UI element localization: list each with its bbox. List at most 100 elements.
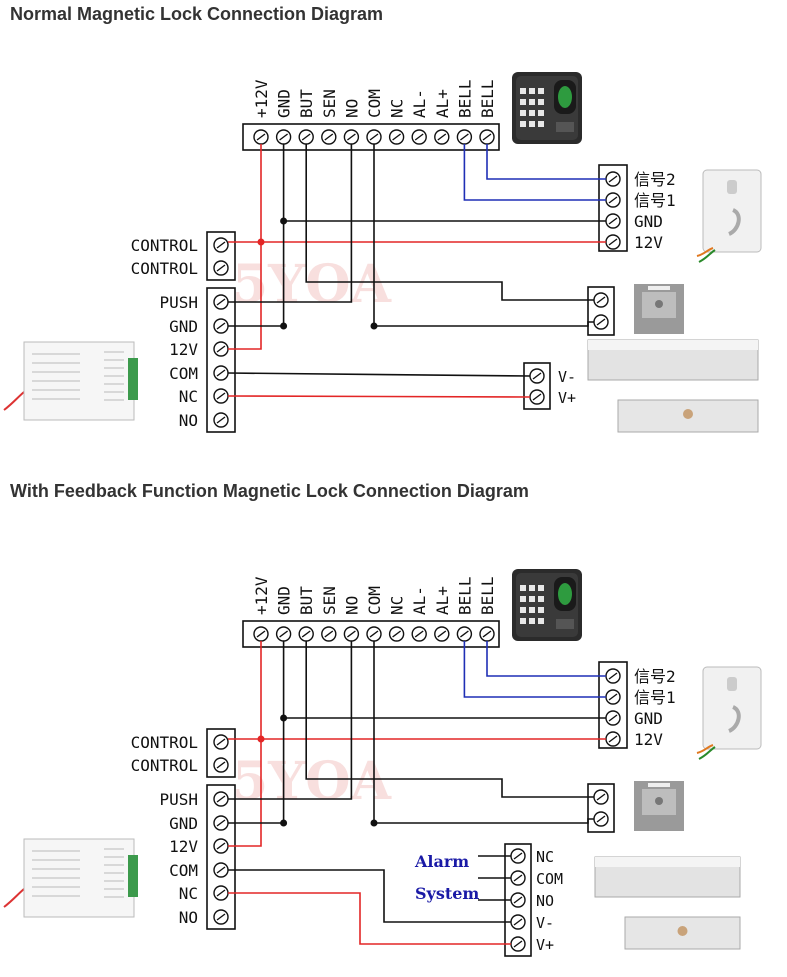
wire-lock-neg: [227, 372, 531, 377]
wire-lock-pos: [227, 395, 531, 398]
screw-slot: [216, 241, 226, 249]
screw-slot: [324, 133, 334, 141]
keypad-key: [529, 99, 535, 105]
screw-slot: [216, 795, 226, 803]
screw-slot: [301, 133, 311, 141]
wire-junction: [280, 819, 288, 827]
top-terminal-label: AL+: [433, 586, 452, 615]
keypad-key: [538, 596, 544, 602]
armature-screw: [683, 409, 693, 419]
screw-slot: [596, 296, 606, 304]
top-terminal-label: SEN: [320, 89, 339, 118]
reader-terminal-label: 信号1: [634, 191, 676, 210]
screw-slot: [392, 630, 402, 638]
control-label: CONTROL: [131, 259, 198, 278]
keypad-key: [520, 121, 526, 127]
keypad-key: [520, 596, 526, 602]
power-terminal-label: COM: [169, 364, 198, 383]
wire-junction: [257, 238, 265, 246]
top-terminal-label: COM: [365, 89, 384, 118]
screw-slot: [216, 345, 226, 353]
watermark-text: 5YOA: [232, 751, 392, 812]
doorbell-body: [702, 169, 762, 253]
control-label: CONTROL: [131, 236, 198, 255]
screw-slot: [513, 896, 523, 904]
psu-terminal-strip: [128, 855, 138, 897]
wire-bell-1: [463, 144, 606, 201]
power-terminal-label: COM: [169, 861, 198, 880]
keypad-key: [520, 88, 526, 94]
screw-slot: [482, 133, 492, 141]
keypad-key: [520, 618, 526, 624]
top-terminal-label: BELL: [455, 79, 474, 118]
diagram-title-feedback: With Feedback Function Magnetic Lock Con…: [10, 481, 529, 501]
exit-button-label: [648, 286, 670, 290]
exit-button-image: [634, 781, 684, 831]
alarm-label: Alarm: [414, 852, 469, 871]
screw-slot: [513, 918, 523, 926]
wire-bell-2: [486, 641, 606, 677]
doorbell-button-image: [696, 169, 762, 263]
screw-slot: [482, 630, 492, 638]
screw-slot: [392, 133, 402, 141]
top-terminal-label: SEN: [320, 586, 339, 615]
screw-slot: [369, 133, 379, 141]
feedback-lock-label: NO: [536, 892, 554, 910]
wire-junction: [280, 322, 288, 330]
top-terminal-label: +12V: [252, 576, 271, 615]
wire-junction: [257, 735, 265, 743]
screw-slot: [596, 815, 606, 823]
screw-slot: [216, 392, 226, 400]
screw-slot: [346, 630, 356, 638]
magnetic-lock-image: [594, 856, 741, 950]
wire-lock-pos: [228, 892, 511, 945]
screw-slot: [279, 133, 289, 141]
keypad-key: [529, 88, 535, 94]
screw-slot: [216, 819, 226, 827]
fingerprint-reader-image: [512, 569, 582, 641]
power-terminal-label: 12V: [169, 340, 198, 359]
exit-button-label: [648, 783, 670, 787]
feedback-lock-label: NC: [536, 848, 554, 866]
reader-terminal-label: 信号2: [634, 667, 676, 686]
screw-slot: [216, 866, 226, 874]
wire-junction: [280, 217, 288, 225]
exit-button-image: [634, 284, 684, 334]
keypad-key: [529, 607, 535, 613]
screw-slot: [596, 318, 606, 326]
keypad-key: [529, 585, 535, 591]
top-terminal-label: NC: [388, 99, 407, 118]
screw-slot: [513, 874, 523, 882]
screw-slot: [596, 793, 606, 801]
power-terminal-label: GND: [169, 317, 198, 336]
reader-terminal-label: GND: [634, 709, 663, 728]
keypad-key: [538, 618, 544, 624]
keypad-key: [538, 99, 544, 105]
control-label: CONTROL: [131, 733, 198, 752]
keypad-key: [520, 607, 526, 613]
doorbell-hole: [727, 677, 737, 691]
wire-com-exit: [374, 321, 594, 327]
screw-slot: [608, 175, 618, 183]
top-terminal-label: BELL: [478, 576, 497, 615]
wire-com-exit: [374, 818, 594, 824]
power-terminal-strip: [206, 784, 236, 930]
keypad-key: [520, 99, 526, 105]
top-terminal-label: BELL: [455, 576, 474, 615]
screw-slot: [216, 322, 226, 330]
power-terminal-label: NC: [179, 884, 198, 903]
reader-terminal-label: 信号1: [634, 688, 676, 707]
screw-slot: [608, 693, 618, 701]
power-terminal-label: 12V: [169, 837, 198, 856]
doorbell-bracket: [728, 208, 741, 236]
keypad-key: [538, 88, 544, 94]
keypad-key: [520, 110, 526, 116]
psu-cable: [3, 391, 25, 411]
screw-slot: [459, 133, 469, 141]
screw-slot: [608, 238, 618, 246]
screw-slot: [608, 714, 618, 722]
fingerprint-sensor-icon: [558, 86, 572, 108]
screw-slot: [608, 196, 618, 204]
lock-terminal-label: V+: [558, 389, 576, 407]
